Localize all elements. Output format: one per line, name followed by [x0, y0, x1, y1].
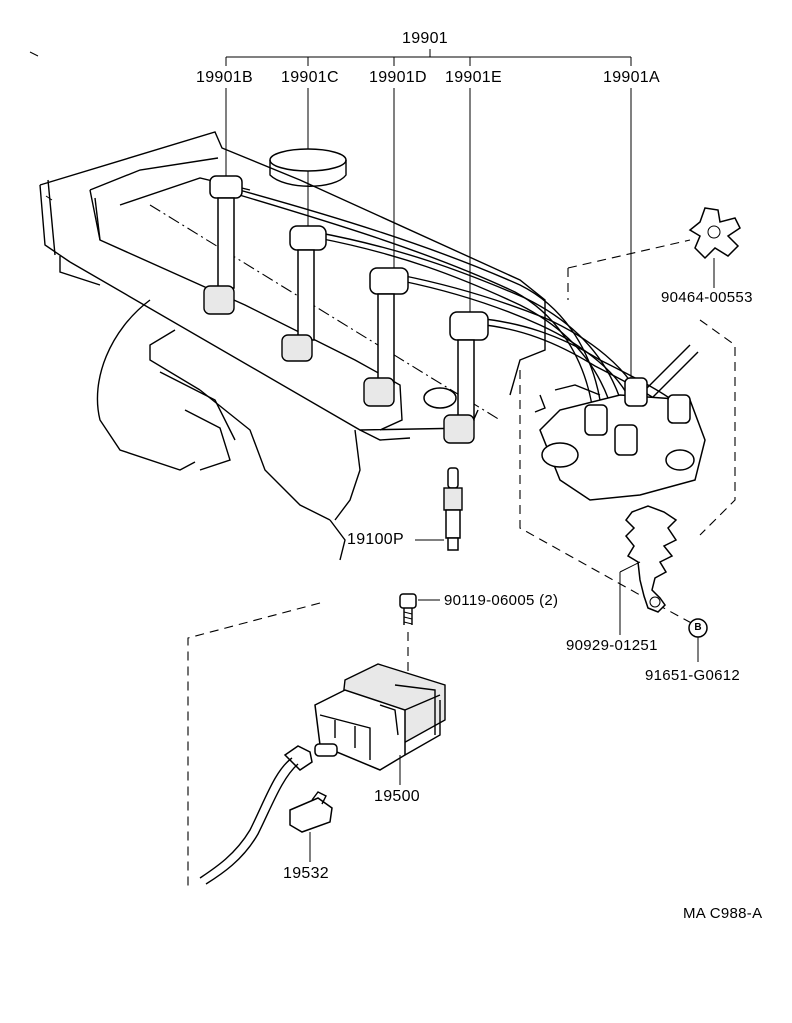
- bracket-part: [619, 505, 678, 635]
- plug-boots: [203, 175, 489, 444]
- clamp-part: [688, 207, 741, 288]
- label-coil: 19500: [374, 788, 420, 805]
- boot-e: [443, 311, 489, 444]
- corner-mark: [29, 51, 39, 57]
- boot-b: [203, 175, 243, 315]
- label-connector-ref: 91651-G0612: [645, 667, 741, 684]
- label-ref-mark: B: [694, 622, 702, 633]
- spark-plug: [415, 467, 463, 551]
- drawing-code: MA C988-A: [683, 905, 763, 922]
- label-bracket: 90929-01251: [566, 637, 658, 654]
- label-wire-c: 19901C: [281, 69, 339, 86]
- boot-d: [363, 267, 409, 407]
- coil-cap: [289, 791, 333, 862]
- label-coil-cap: 19532: [283, 865, 329, 882]
- label-wire-b: 19901B: [196, 69, 253, 86]
- boot-c: [281, 225, 327, 362]
- label-bolt: 90119-06005 (2): [444, 592, 559, 609]
- label-spark-plug: 19100P: [347, 531, 404, 548]
- label-wire-d: 19901D: [369, 69, 427, 86]
- label-clamp: 90464-00553: [661, 289, 753, 306]
- label-wire-set: 19901: [402, 30, 448, 47]
- label-wire-e: 19901E: [445, 69, 502, 86]
- distributor: [534, 377, 706, 501]
- spark-plug-wires: [231, 187, 699, 421]
- ref-mark-b: [688, 618, 708, 662]
- engine-cylinder-head: [39, 131, 546, 561]
- coil-wire: [199, 745, 313, 885]
- bolt-part: [399, 593, 440, 700]
- label-wire-a: 19901A: [603, 69, 660, 86]
- ignition-coil: [314, 663, 446, 785]
- corner-mark: [45, 195, 53, 201]
- coil-dashed-outline: [187, 602, 321, 890]
- distributor-dashed-outline: [519, 239, 736, 626]
